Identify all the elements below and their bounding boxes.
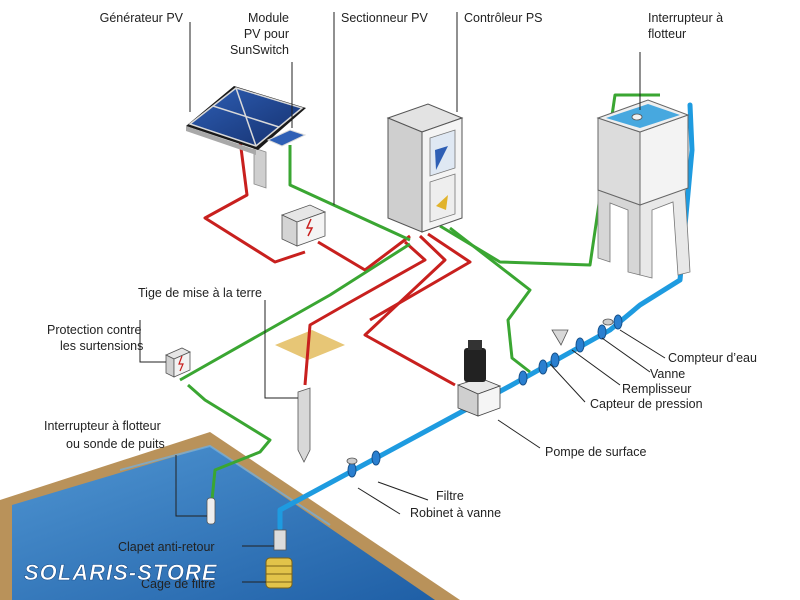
label-filter-cage: Cage de filtre (141, 577, 215, 591)
label-pv-generator: Générateur PV (100, 11, 184, 25)
leader-lines (139, 12, 666, 583)
surface-pump (456, 340, 502, 417)
label-float-switch-line1: Interrupteur à (648, 11, 723, 25)
brand-watermark: SOLARIS-STORE (24, 560, 218, 585)
label-water-meter: Compteur d’eau (668, 351, 757, 365)
pv-disconnect-box (280, 204, 327, 247)
label-module-line1: Module (248, 11, 289, 25)
green-cables (179, 93, 660, 501)
earth-rod (297, 387, 311, 463)
label-filter: Filtre (436, 489, 464, 503)
water-pipe (277, 102, 695, 531)
labels: Générateur PV Module PV pour SunSwitch S… (44, 11, 757, 591)
ps-controller-cabinet (386, 103, 464, 233)
label-pv-disconnect: Sectionneur PV (341, 11, 429, 25)
filter-cage (265, 557, 293, 589)
label-probe-line2: ou sonde de puits (66, 437, 165, 451)
label-surge-line1: Protection contre (47, 323, 142, 337)
surge-protection-box (165, 347, 191, 378)
meter-top (602, 318, 614, 326)
label-valve: Vanne (650, 367, 685, 381)
filler-funnel (551, 329, 569, 346)
label-module-line2: PV pour (244, 27, 289, 41)
label-module-line3: SunSwitch (230, 43, 289, 57)
label-surface-pump: Pompe de surface (545, 445, 646, 459)
well-probe (206, 497, 216, 525)
label-check-valve: Clapet anti-retour (118, 540, 215, 554)
label-probe-line1: Interrupteur à flotteur (44, 419, 161, 433)
label-earth-rod: Tige de mise à la terre (138, 286, 262, 300)
label-gate-valve: Robinet à vanne (410, 506, 501, 520)
red-cables (203, 139, 472, 387)
label-filler: Remplisseur (622, 382, 691, 396)
solar-panel-array (186, 86, 307, 189)
check-valve (273, 529, 287, 551)
label-ps-controller: Contrôleur PS (464, 11, 543, 25)
label-surge-line2: les surtensions (60, 339, 143, 353)
label-float-switch-line2: flotteur (648, 27, 686, 41)
pipe-fittings (347, 314, 623, 478)
ground-plate (275, 330, 345, 360)
pool-basin (0, 432, 460, 600)
elevated-water-tank (596, 99, 691, 279)
gate-valve-knob (346, 457, 358, 465)
label-pressure-sensor: Capteur de pression (590, 397, 703, 411)
